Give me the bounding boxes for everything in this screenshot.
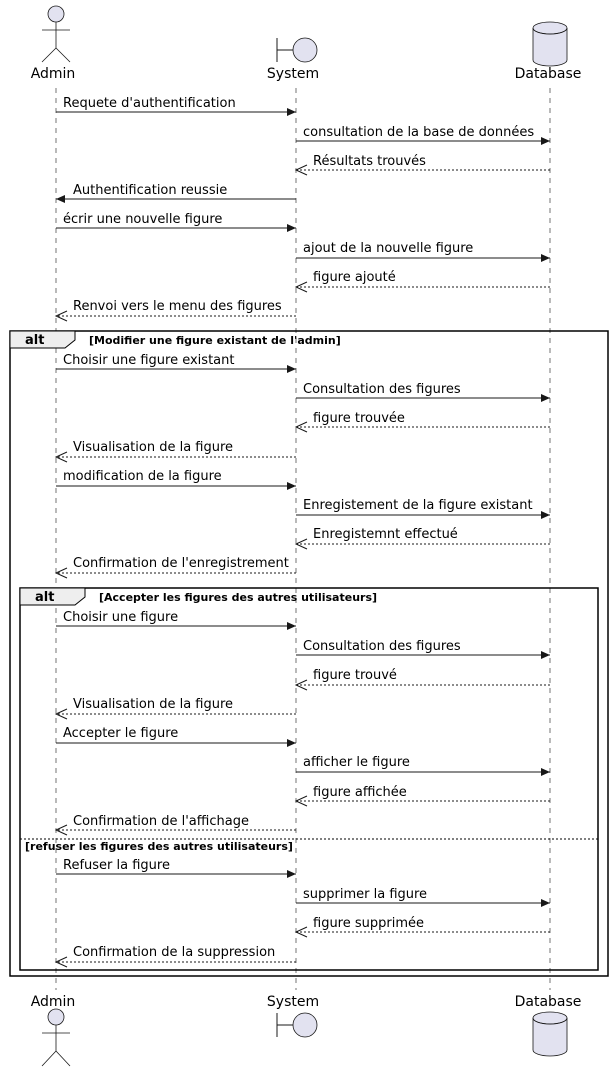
admin-label-top: Admin [31, 66, 76, 82]
message-label: figure trouvé [313, 668, 397, 683]
message-label: consultation de la base de données [303, 125, 534, 140]
message-arrow [56, 739, 296, 747]
database-label-top: Database [515, 66, 582, 82]
message-label: Refuser la figure [63, 858, 170, 873]
outer-alt-tag: alt [25, 333, 44, 348]
message-label: Consultation des figures [303, 639, 461, 654]
inner-alt-tag: alt [35, 590, 54, 605]
message-label: Visualisation de la figure [73, 440, 233, 455]
inner-alt-guard: [Accepter les figures des autres utilisa… [99, 591, 377, 604]
message-label: Enregistemnt effectué [313, 527, 458, 542]
outer-alt-guard: [Modifier une figure existant de l'admin… [89, 334, 341, 347]
admin-label-bottom: Admin [31, 994, 76, 1010]
message-label: Consultation des figures [303, 382, 461, 397]
message-label: Confirmation de l'affichage [73, 814, 249, 829]
message-arrow [56, 870, 296, 878]
return-arrow [294, 926, 550, 938]
admin-actor-icon-bottom [41, 1008, 71, 1067]
message-arrow [296, 651, 550, 659]
return-arrow [294, 421, 550, 433]
message-label: Choisir une figure [63, 610, 178, 625]
return-arrow [54, 956, 296, 968]
message-label: Accepter le figure [63, 726, 178, 741]
return-arrow [294, 679, 550, 691]
message-arrow [56, 195, 296, 203]
inner-alt-fragment [19, 587, 599, 971]
message-label: figure supprimée [313, 916, 424, 931]
message-label: Authentification reussie [73, 183, 227, 198]
message-label: ajout de la nouvelle figure [303, 241, 473, 256]
message-label: Résultats trouvés [313, 154, 426, 169]
message-arrow [296, 899, 550, 907]
return-arrow [54, 708, 296, 720]
return-arrow [294, 164, 550, 176]
message-label: Visualisation de la figure [73, 697, 233, 712]
message-label: Renvoi vers le menu des figures [73, 299, 282, 314]
return-arrow [294, 538, 550, 550]
message-label: figure affichée [313, 785, 407, 800]
else-guard: [refuser les figures des autres utilisat… [25, 840, 293, 853]
message-label: Confirmation de l'enregistrement [73, 556, 289, 571]
message-label: figure ajouté [313, 270, 396, 285]
message-arrow [56, 224, 296, 232]
message-label: Confirmation de la suppression [73, 945, 275, 960]
return-arrow [294, 795, 550, 807]
return-arrow [54, 567, 296, 579]
system-boundary-icon-top [276, 37, 318, 63]
database-cylinder-icon-top [532, 21, 568, 67]
message-arrow [56, 108, 296, 116]
message-label: Requete d'authentification [63, 96, 236, 111]
message-arrow [56, 622, 296, 630]
message-label: figure trouvée [313, 411, 405, 426]
message-arrow [296, 137, 550, 145]
return-arrow [294, 281, 550, 293]
return-arrow [54, 824, 296, 836]
outer-alt-fragment [9, 330, 609, 977]
message-label: Enregistement de la figure existant [303, 498, 533, 513]
message-arrow [56, 482, 296, 490]
message-label: modification de la figure [63, 469, 222, 484]
system-boundary-icon-bottom [276, 1012, 318, 1038]
return-arrow [54, 451, 296, 463]
message-label: Choisir une figure existant [63, 353, 234, 368]
database-cylinder-icon-bottom [532, 1011, 568, 1057]
message-arrow [296, 254, 550, 262]
return-arrow [54, 310, 296, 322]
message-label: écrir une nouvelle figure [63, 212, 222, 227]
database-label-bottom: Database [515, 994, 582, 1010]
message-arrow [296, 511, 550, 519]
message-arrow [56, 365, 296, 373]
message-arrow [296, 768, 550, 776]
message-label: supprimer la figure [303, 887, 427, 902]
message-label: afficher le figure [303, 755, 410, 770]
system-label-bottom: System [267, 994, 319, 1010]
admin-actor-icon-top [41, 5, 71, 63]
message-arrow [296, 394, 550, 402]
system-label-top: System [267, 66, 319, 82]
